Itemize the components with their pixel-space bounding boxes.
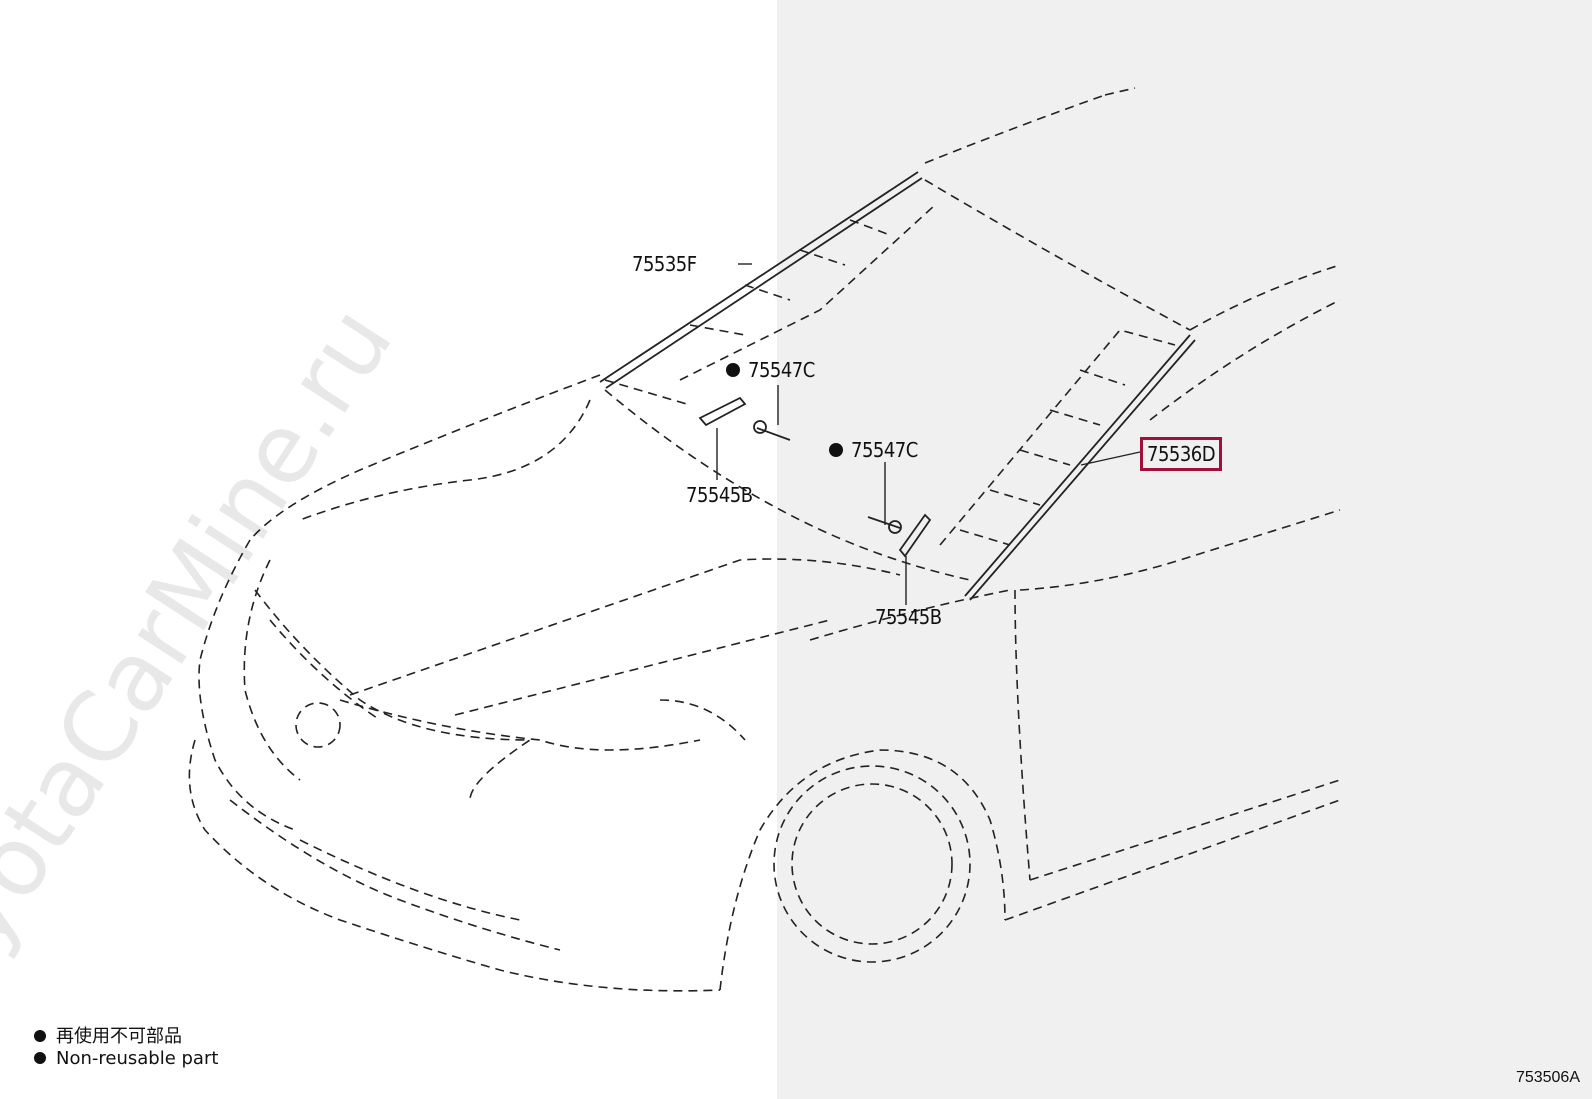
bullet-icon — [34, 1052, 46, 1064]
callout-75547C-upper[interactable]: 75547C — [748, 358, 815, 382]
callout-75545B-upper[interactable]: 75545B — [686, 483, 753, 507]
legend-jp-text: 再使用不可部品 — [56, 1026, 182, 1047]
legend-jp: 再使用不可部品 — [34, 1022, 182, 1048]
callout-75536D-highlighted[interactable]: 75536D — [1140, 437, 1223, 471]
callout-75547C-lower[interactable]: 75547C — [851, 438, 918, 462]
diagram-background-left — [0, 0, 777, 1099]
callout-75535F[interactable]: 75535F — [632, 252, 697, 276]
legend-en-text: Non-reusable part — [56, 1048, 219, 1069]
document-id: 753506A — [1515, 1069, 1580, 1086]
non-reusable-marker — [829, 443, 843, 457]
callout-75545B-lower[interactable]: 75545B — [875, 605, 942, 629]
bullet-icon — [34, 1030, 46, 1042]
non-reusable-marker — [726, 363, 740, 377]
legend-en: Non-reusable part — [34, 1048, 218, 1069]
